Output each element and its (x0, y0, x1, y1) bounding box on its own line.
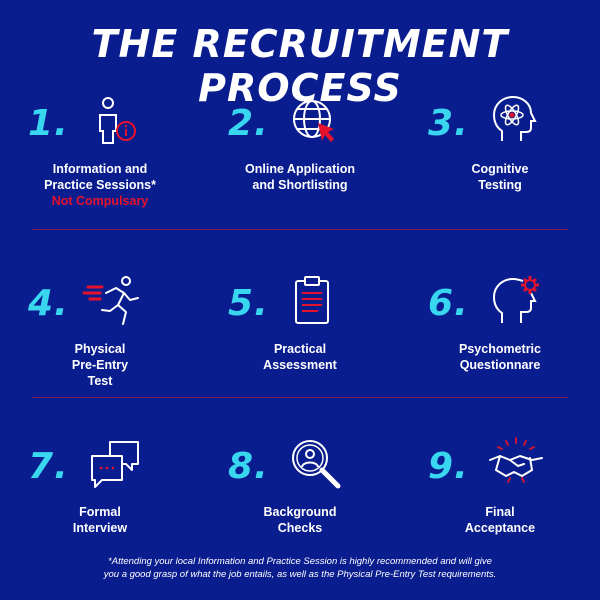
step-label: Final Acceptance (464, 505, 536, 535)
row-divider (32, 229, 568, 230)
step-9: 9. Final Acceptance (400, 437, 600, 578)
step-label: Background Checks (263, 505, 337, 535)
clipboard-icon (288, 275, 344, 331)
handshake-icon (488, 437, 544, 494)
head-gear-icon (488, 275, 544, 331)
step-3: 3. Cognitive Testing (400, 95, 600, 235)
step-7: 7. Formal Interview (0, 438, 200, 578)
step-label: Information and Practice Sessions* Not C… (0, 161, 200, 209)
step-6: 6. Psychometric Questionnare (400, 275, 600, 415)
step-number: 4. (28, 283, 69, 324)
step-number: 2. (228, 103, 269, 144)
step-4: 4. Physical Pre-Entry Test (0, 275, 200, 415)
step-number: 5. (228, 283, 269, 324)
step-number: 3. (428, 103, 469, 144)
footnote: *Attending your local Information and Pr… (103, 556, 497, 580)
head-atom-icon (488, 95, 544, 151)
step-number: 9. (428, 446, 469, 487)
step-2: 2. Online Application and Shortlisting (200, 95, 400, 235)
step-label: Cognitive Testing (471, 162, 529, 192)
running-person-icon (82, 275, 144, 331)
magnifier-person-icon (288, 438, 344, 494)
step-label: Physical Pre-Entry Test (71, 342, 129, 388)
step-1: 1. Information and Practice Sessions* No… (0, 95, 200, 235)
person-info-icon (88, 95, 144, 151)
not-compulsory-note: Not Compulsary (51, 194, 149, 208)
chat-bubbles-icon (88, 438, 144, 494)
step-number: 6. (428, 283, 469, 324)
step-8: 8. Background Checks (200, 438, 400, 578)
step-label: Practical Assessment (263, 342, 337, 372)
step-label: Online Application and Shortlisting (245, 162, 355, 192)
step-number: 8. (228, 446, 269, 487)
step-number: 1. (28, 103, 69, 144)
step-label: Formal Interview (72, 505, 128, 535)
row-divider (32, 397, 568, 398)
page-title: THE RECRUITMENT PROCESS (91, 22, 509, 110)
step-number: 7. (28, 446, 69, 487)
step-label: Psychometric Questionnare (459, 342, 541, 372)
step-5: 5. Practical Assessment (200, 275, 400, 415)
globe-cursor-icon (288, 95, 344, 151)
